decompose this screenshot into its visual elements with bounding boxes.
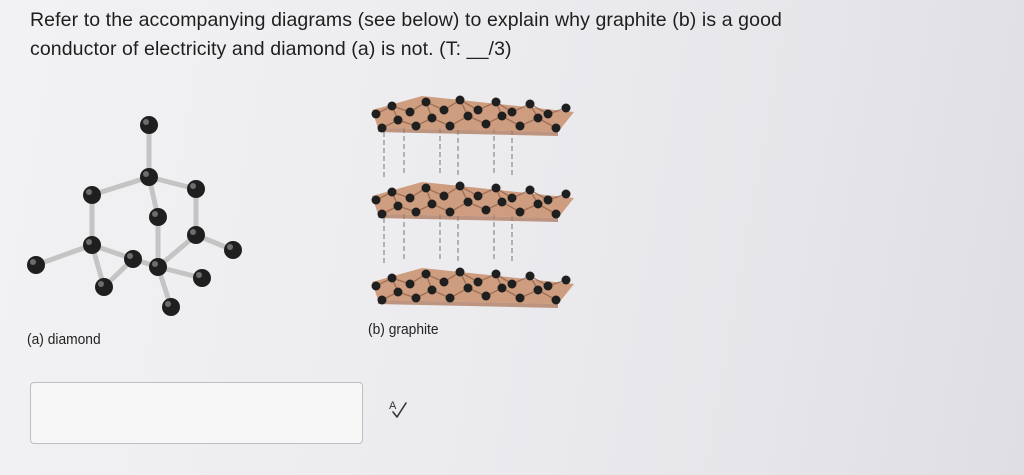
graphite-layer-top	[370, 94, 575, 137]
answer-input[interactable]	[30, 382, 363, 444]
graphite-caption: (b) graphite	[368, 321, 439, 338]
svg-text:A: A	[389, 400, 397, 412]
spellcheck-icon[interactable]: A	[386, 396, 410, 420]
graphite-layer-middle	[370, 180, 575, 223]
question-line-2: conductor of electricity and diamond (a)…	[30, 38, 512, 60]
question-text: Refer to the accompanying diagrams (see …	[30, 6, 990, 64]
diamond-caption: (a) diamond	[27, 331, 101, 348]
diamond-atoms	[27, 116, 242, 316]
graphite-structure-diagram	[370, 94, 575, 309]
graphite-layer-bottom	[370, 266, 575, 309]
question-line-1: Refer to the accompanying diagrams (see …	[30, 9, 782, 31]
interlayer-bonds	[383, 128, 513, 266]
diamond-structure-diagram	[27, 116, 242, 316]
